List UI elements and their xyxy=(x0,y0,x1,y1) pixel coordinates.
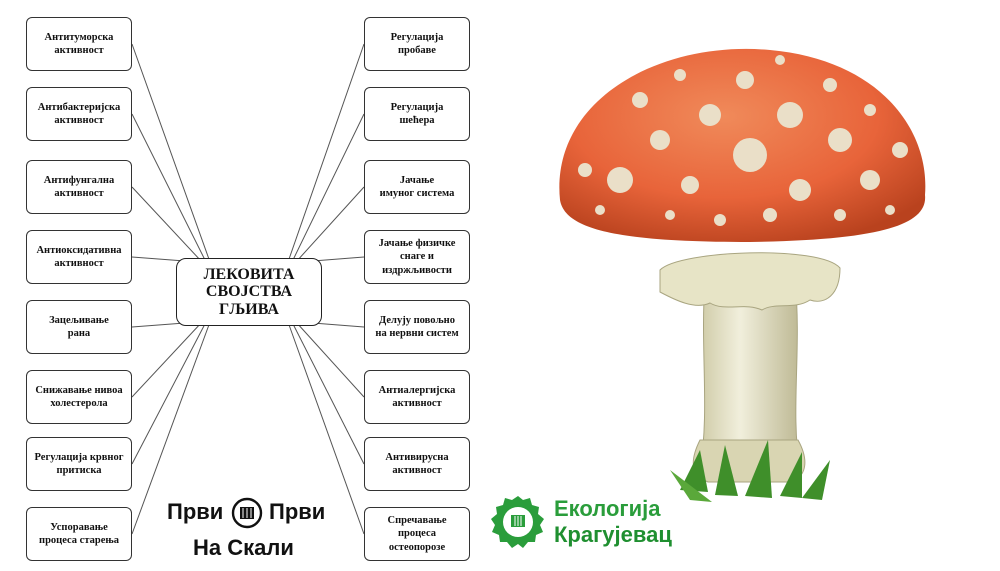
left-property-box: Снижавање нивоа холестерола xyxy=(26,370,132,424)
right-property-box: Регулација шећера xyxy=(364,87,470,141)
right-property-box: Антиалергијска активност xyxy=(364,370,470,424)
logo-line-2: Крагујевац xyxy=(554,522,672,547)
logo-word-1: Први xyxy=(167,499,224,524)
right-property-box: Делују повољно на нервни систем xyxy=(364,300,470,354)
left-property-box: Антибактеријска активност xyxy=(26,87,132,141)
center-title-box: ЛЕКОВИТА СВОЈСТВА ГЉИВА xyxy=(176,258,322,326)
right-property-box: Антивирусна активност xyxy=(364,437,470,491)
connector-line xyxy=(291,113,365,263)
ekologija-badge-icon xyxy=(491,496,544,548)
logo-top-row: Први Први xyxy=(165,497,340,529)
left-property-box: Антифунгална активност xyxy=(26,160,132,214)
right-property-box: Регулација пробаве xyxy=(364,17,470,71)
left-property-box: Антитуморска активност xyxy=(26,17,132,71)
prvi-na-skali-logo: Први Први На Скали xyxy=(165,495,345,565)
logo-line-1: Екологија xyxy=(554,496,661,521)
logo-word-2: Први xyxy=(269,499,326,524)
connector-line xyxy=(131,321,211,535)
right-property-box: Јачање имуног система xyxy=(364,160,470,214)
left-property-box: Регулација крвног притиска xyxy=(26,437,132,491)
connector-line xyxy=(131,186,203,263)
connector-line xyxy=(131,321,203,398)
left-property-box: Успоравање процеса старења xyxy=(26,507,132,561)
connector-line xyxy=(295,321,365,398)
connector-line xyxy=(287,43,365,263)
logo-bottom-row: На Скали xyxy=(193,535,294,560)
amanita-mushroom-illustration xyxy=(559,48,926,502)
right-property-box: Јачање физичке снаге и издржљивости xyxy=(364,230,470,284)
accordion-emblem-icon xyxy=(231,497,263,529)
connector-line xyxy=(131,113,207,263)
ekologija-kragujevac-logo: Екологија Крагујевац xyxy=(488,490,698,562)
connector-line xyxy=(287,321,365,535)
right-property-box: Спречавање процеса остеопорозе xyxy=(364,507,470,561)
connector-line xyxy=(291,321,365,465)
connector-line xyxy=(131,321,207,465)
connector-line xyxy=(131,43,211,263)
left-property-box: Антиоксидативна активност xyxy=(26,230,132,284)
left-property-box: Зацељивање рана xyxy=(26,300,132,354)
center-title: ЛЕКОВИТА СВОЈСТВА ГЉИВА xyxy=(203,265,295,318)
connector-line xyxy=(295,186,365,263)
